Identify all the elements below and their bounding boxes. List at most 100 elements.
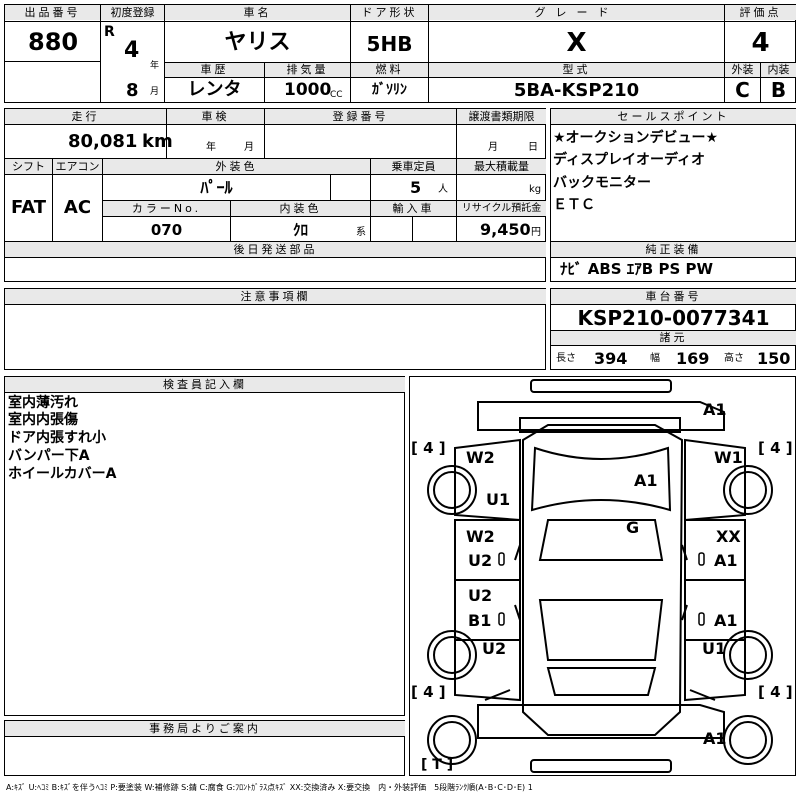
width-label: 幅 xyxy=(650,353,660,364)
ext-grade: C xyxy=(735,78,750,102)
disp-label: 排気量 xyxy=(265,63,350,77)
regno-label: 登録番号 xyxy=(265,109,456,124)
damage-front-left-fender: W2 xyxy=(466,448,495,467)
capacity: 5 xyxy=(410,178,422,197)
recycle-fee: 9,450 xyxy=(480,220,531,239)
inspector-box xyxy=(4,376,405,716)
car-name: ヤリス xyxy=(224,30,291,55)
sales-point: ディスプレイオーディオ xyxy=(553,152,706,168)
int-grade: B xyxy=(770,78,787,102)
tire-tag-rear-right: [ 4 ] xyxy=(758,683,793,701)
reg-year: 4 xyxy=(124,38,140,63)
mileage-label: 走行 xyxy=(5,109,166,124)
shift: FAT xyxy=(10,197,47,218)
grade-label: グレード xyxy=(429,5,724,20)
reg-month: 8 xyxy=(126,80,139,101)
model: 5BA-KSP210 xyxy=(513,80,640,101)
grade: X xyxy=(566,28,587,58)
damage-rear-bumper: A1 xyxy=(703,729,727,748)
ac: AC xyxy=(63,197,92,218)
mileage: 80,081 xyxy=(68,131,138,152)
chassis-number: KSP210-0077341 xyxy=(577,306,770,330)
ext-color: ﾊﾟｰﾙ xyxy=(200,178,233,197)
details-block xyxy=(4,108,546,282)
tire-tag-front-left: [ 4 ] xyxy=(411,439,446,457)
damage-right-rear-fender: U1 xyxy=(702,639,727,658)
height: 150 xyxy=(757,349,791,368)
door-type: 5HB xyxy=(366,32,413,56)
ext-color-label: 外装色 xyxy=(103,159,370,174)
disp-unit: CC xyxy=(330,90,343,100)
int-grade-label: 内装 xyxy=(761,63,796,77)
damage-front-left-wheel: U1 xyxy=(486,490,511,509)
deadline-label: 譲渡書類期限 xyxy=(457,109,546,124)
inspection-label: 車検 xyxy=(167,109,264,124)
model-label: 型式 xyxy=(429,63,724,77)
mileage-unit: km xyxy=(142,131,173,152)
damage-left-front-door-lower: U2 xyxy=(468,551,493,570)
inspector-label: 検査員記入欄 xyxy=(5,377,405,392)
ext-grade-label: 外装 xyxy=(725,63,760,77)
sales-points-label: セールスポイント xyxy=(551,109,796,124)
load-label: 最大積載量 xyxy=(457,159,546,174)
yen-unit: 円 xyxy=(531,227,541,238)
reg-label: 初度登録 xyxy=(101,5,164,20)
fuel-label: 燃料 xyxy=(351,63,428,77)
history-label: 車歴 xyxy=(165,63,264,77)
inspection-year-unit: 年 xyxy=(206,142,216,153)
import-label: 輸入車 xyxy=(371,201,456,216)
office-label: 事務局よりご案内 xyxy=(5,721,405,736)
int-color-label: 内装色 xyxy=(231,201,370,216)
inspector-note: バンパー下A xyxy=(8,448,90,464)
month-unit: 月 xyxy=(150,87,160,97)
history: レンタ xyxy=(187,79,242,100)
specs-label: 諸元 xyxy=(551,331,796,345)
inspector-note: 室内薄汚れ xyxy=(8,395,78,411)
damage-left-rear-fender: U2 xyxy=(482,639,507,658)
damage-windshield: G xyxy=(626,518,640,537)
damage-right-front-door-upper: XX xyxy=(716,527,741,546)
inspector-note: ホイールカバーA xyxy=(8,466,117,482)
damage-diagram xyxy=(409,376,796,776)
color-no-label: カラーNo. xyxy=(103,201,230,216)
chassis-box xyxy=(550,288,796,370)
recycle-label: リサイクル預託金 xyxy=(457,201,546,216)
trunk-tag: [ T ] xyxy=(421,757,454,773)
lot-label: 出品番号 xyxy=(5,5,100,20)
damage-right-rear-door: A1 xyxy=(714,611,738,630)
top-block xyxy=(4,4,796,103)
int-color: ｸﾛ xyxy=(292,221,308,239)
damage-hood: A1 xyxy=(634,471,658,490)
deadline-day-unit: 日 xyxy=(528,142,538,153)
legend: A:ｷｽﾞ U:ﾍｺﾐ B:ｷｽﾞを伴うﾍｺﾐ P:要塗装 W:補修跡 S:錆 … xyxy=(6,783,533,792)
equipment-label: 純正装備 xyxy=(551,242,796,257)
damage-front-bumper: A1 xyxy=(703,400,727,419)
inspector-note: ドア内張すれ小 xyxy=(8,430,106,446)
later-parts-label: 後日発送部品 xyxy=(5,242,546,257)
equipment: ﾅﾋﾞ ABS ｴｱB PS PW xyxy=(560,260,714,278)
inspector-note: 室内内張傷 xyxy=(8,412,78,428)
lot-number: 880 xyxy=(28,28,79,56)
tire-tag-rear-left: [ 4 ] xyxy=(411,683,446,701)
sales-points-box xyxy=(550,108,796,282)
reg-era: R xyxy=(104,24,115,40)
width: 169 xyxy=(676,349,710,368)
tire-tag-front-right: [ 4 ] xyxy=(758,439,793,457)
notes-box xyxy=(4,288,546,370)
damage-left-rear-door-lower: B1 xyxy=(468,611,492,630)
deadline-month-unit: 月 xyxy=(488,142,498,153)
shift-label: シフト xyxy=(5,159,52,174)
load-unit: kg xyxy=(529,184,542,195)
office-box xyxy=(4,720,405,776)
length: 394 xyxy=(594,349,628,368)
person-unit: 人 xyxy=(438,184,448,195)
damage-left-front-door-upper: W2 xyxy=(466,527,495,546)
score: 4 xyxy=(751,28,770,58)
door-label: ドア形状 xyxy=(351,5,428,20)
capacity-label: 乗車定員 xyxy=(371,159,456,174)
damage-right-front-door-lower: A1 xyxy=(714,551,738,570)
inspection-month-unit: 月 xyxy=(244,142,254,153)
ac-label: エアコン xyxy=(53,159,102,174)
notes-label: 注意事項欄 xyxy=(5,289,546,304)
color-no: 070 xyxy=(150,221,183,239)
